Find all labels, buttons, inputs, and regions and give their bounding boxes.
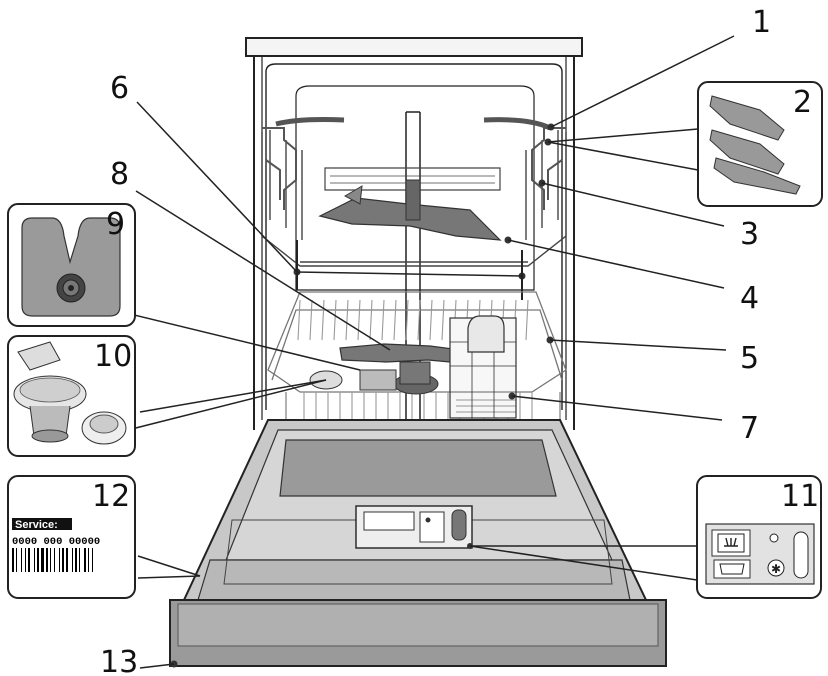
rack-adjusters [293,123,555,280]
door-rim-line [223,519,613,585]
callout-4: 4 [740,281,759,316]
inset-12-rating-plate: Service: 0000 000 00000 [7,475,136,599]
cup-shelves [262,127,566,210]
lower-spray-arm [339,343,477,395]
tub-outer-wall [253,56,575,430]
tub-back-panel [295,85,535,291]
door-lower-rim [197,559,631,601]
callout-3: 3 [740,217,759,252]
service-number: 0000 000 00000 [12,536,100,548]
worktop-panel [245,37,583,57]
barcode [12,548,93,572]
inset-2-rack-adjuster [697,81,823,207]
door-bottom-highlight [177,603,659,647]
callout-13: 13 [100,645,138,676]
callout-5: 5 [740,341,759,376]
door-window-panel [279,439,557,497]
service-title: Service: [15,519,58,531]
callout-10: 10 [94,339,132,374]
filter-assembly [359,369,397,391]
inset-11-control-panel: ✱ [696,475,822,599]
callout-12: 12 [92,479,130,514]
upper-rack [261,117,567,267]
svg-text:✱: ✱ [771,562,781,576]
tub-inner-wall [261,56,567,420]
callout-8: 8 [110,157,129,192]
leader-lines [99,35,735,669]
detergent-dispenser [355,505,473,549]
callout-7: 7 [740,411,759,446]
callout-11: 11 [781,479,819,514]
upper-spray-arm [318,179,502,241]
callout-2: 2 [793,85,812,120]
cutlery-basket [449,315,517,419]
callout-numbers: 1 2 3 4 5 6 7 8 9 10 11 12 13 [92,5,819,676]
inset-9-filter [7,203,136,327]
callout-1: 1 [752,5,771,40]
inset-10-salt-container [7,335,136,457]
callout-9: 9 [106,207,125,242]
callout-6: 6 [110,71,129,106]
rack-rails [296,240,523,300]
dishwasher-cabinet [245,37,583,430]
